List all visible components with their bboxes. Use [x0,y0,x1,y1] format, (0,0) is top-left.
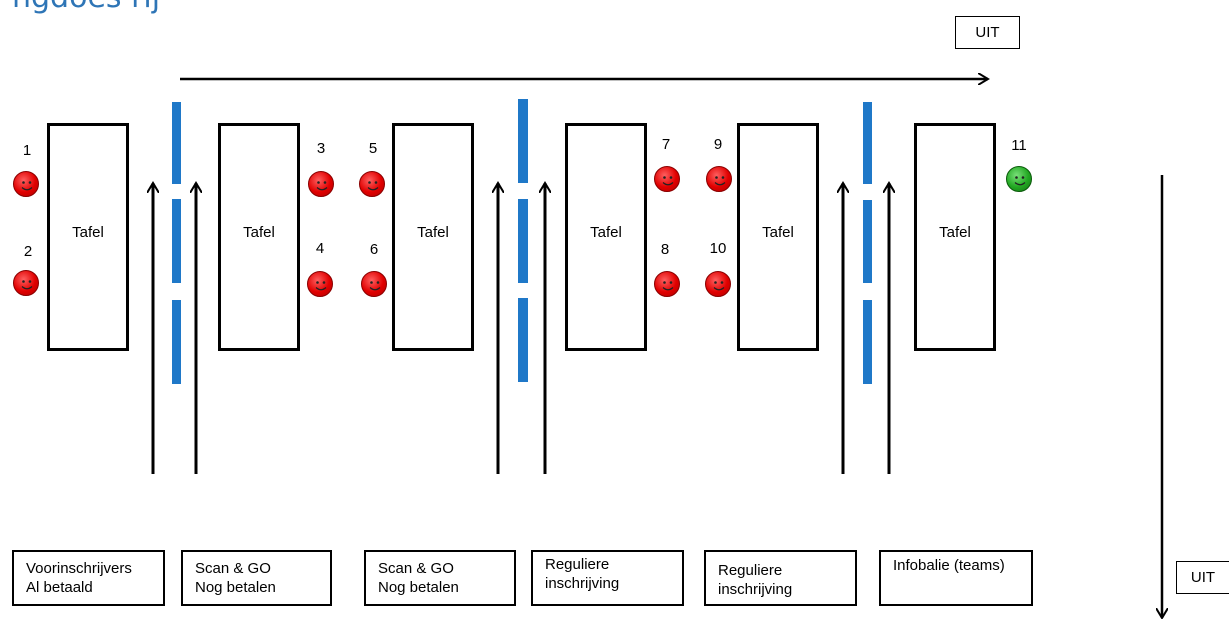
station-number: 10 [709,240,727,257]
table-label: Tafel [590,223,622,241]
station-number: 1 [22,142,32,159]
station-number: 8 [660,241,670,258]
lane-label-5: Reguliere inschrijving [704,550,857,606]
lane-label-line1: Reguliere [545,556,610,573]
station-number: 7 [661,136,671,153]
table-1: Tafel [47,123,129,351]
lane-label-line1: Voorinschrijvers [26,560,132,577]
table-label: Tafel [417,223,449,241]
lane-label-line1: Infobalie (teams) [893,557,1005,574]
table-2: Tafel [218,123,300,351]
table-6: Tafel [914,123,996,351]
red-smiley-icon [706,166,732,192]
station-number: 11 [1011,137,1027,154]
lane-label-4: Reguliere inschrijving [531,550,684,606]
red-smiley-icon [361,271,387,297]
table-label: Tafel [939,223,971,241]
red-smiley-icon [654,271,680,297]
barrier-3 [863,102,872,384]
lane-label-line2: Al betaald [26,579,93,596]
exit-right-box: UIT [1176,561,1229,594]
lane-label-line1: Reguliere [718,562,783,579]
red-smiley-icon [654,166,680,192]
lane-label-3: Scan & GO Nog betalen [364,550,516,606]
barrier-2 [518,99,528,382]
exit-right-label: UIT [1190,569,1216,586]
table-label: Tafel [243,223,275,241]
lane-label-6: Infobalie (teams) [879,550,1033,606]
table-4: Tafel [565,123,647,351]
table-label: Tafel [762,223,794,241]
lane-label-line2: inschrijving [718,581,793,598]
lane-label-line1: Scan & GO [195,560,271,577]
red-smiley-icon [359,171,385,197]
table-3: Tafel [392,123,474,351]
page-heading: ngdoes rij [12,0,242,18]
station-number: 3 [316,140,326,157]
red-smiley-icon [705,271,731,297]
table-label: Tafel [72,223,104,241]
station-number: 5 [368,140,378,157]
green-smiley-icon [1006,166,1032,192]
table-5: Tafel [737,123,819,351]
station-number: 6 [369,241,379,258]
lane-label-1: Voorinschrijvers Al betaald [12,550,165,606]
red-smiley-icon [307,271,333,297]
red-smiley-icon [308,171,334,197]
station-number: 9 [713,136,723,153]
lane-label-line2: inschrijving [545,575,620,592]
lane-label-line2: Nog betalen [195,579,276,596]
red-smiley-icon [13,270,39,296]
lane-label-line1: Scan & GO [378,560,454,577]
station-number: 4 [315,240,325,257]
exit-top-label: UIT [975,24,1000,41]
barrier-1 [172,102,181,384]
red-smiley-icon [13,171,39,197]
exit-top-box: UIT [955,16,1020,49]
lane-label-2: Scan & GO Nog betalen [181,550,332,606]
station-number: 2 [23,243,33,260]
lane-label-line2: Nog betalen [378,579,459,596]
